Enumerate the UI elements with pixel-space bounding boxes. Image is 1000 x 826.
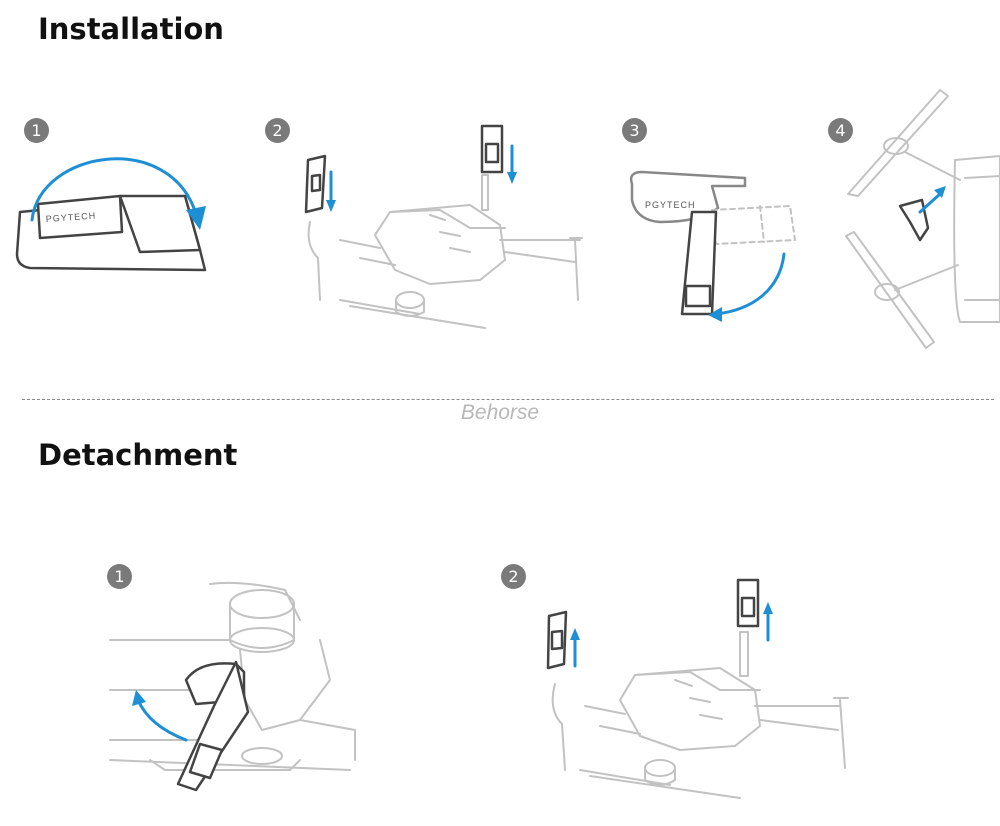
- guard-logo-3: PGYTECH: [645, 200, 696, 210]
- detach-step-2-badge: 2: [501, 564, 526, 589]
- guard-logo: PGYTECH: [45, 210, 96, 223]
- curved-arrow-icon-detach: [136, 698, 188, 742]
- drone-icon-detach: [551, 631, 849, 799]
- landing-gear-icon: [307, 174, 489, 301]
- install-step-1-illustration: PGYTECH: [15, 157, 207, 272]
- install-step-2-illustration: [304, 124, 583, 329]
- guard-top-plate: [36, 194, 124, 240]
- section-divider: [22, 399, 994, 400]
- install-step-2-badge: 2: [265, 118, 290, 143]
- install-step-1-badge: 1: [24, 118, 49, 143]
- detach-step-1-illustration: [109, 581, 356, 792]
- install-step-3-illustration: PGYTECH: [629, 170, 796, 322]
- install-step-4-illustration: [845, 89, 1000, 349]
- install-step-3-badge: 3: [622, 118, 647, 143]
- detachment-title: Detachment: [38, 438, 238, 472]
- drone-icon: [339, 204, 583, 329]
- curved-arrow-icon: [30, 157, 198, 222]
- watermark-text: Behorse: [460, 401, 540, 424]
- install-step-4-badge: 4: [828, 118, 853, 143]
- small-guard: [898, 198, 930, 242]
- detach-step-2-illustration: [546, 578, 849, 799]
- installation-title: Installation: [38, 12, 224, 46]
- propeller-icon: [845, 89, 949, 349]
- curved-arrow-icon-3: [714, 252, 786, 316]
- up-arrow-icon: [918, 192, 942, 214]
- guard-arm: [118, 194, 202, 254]
- detach-step-1-badge: 1: [107, 564, 132, 589]
